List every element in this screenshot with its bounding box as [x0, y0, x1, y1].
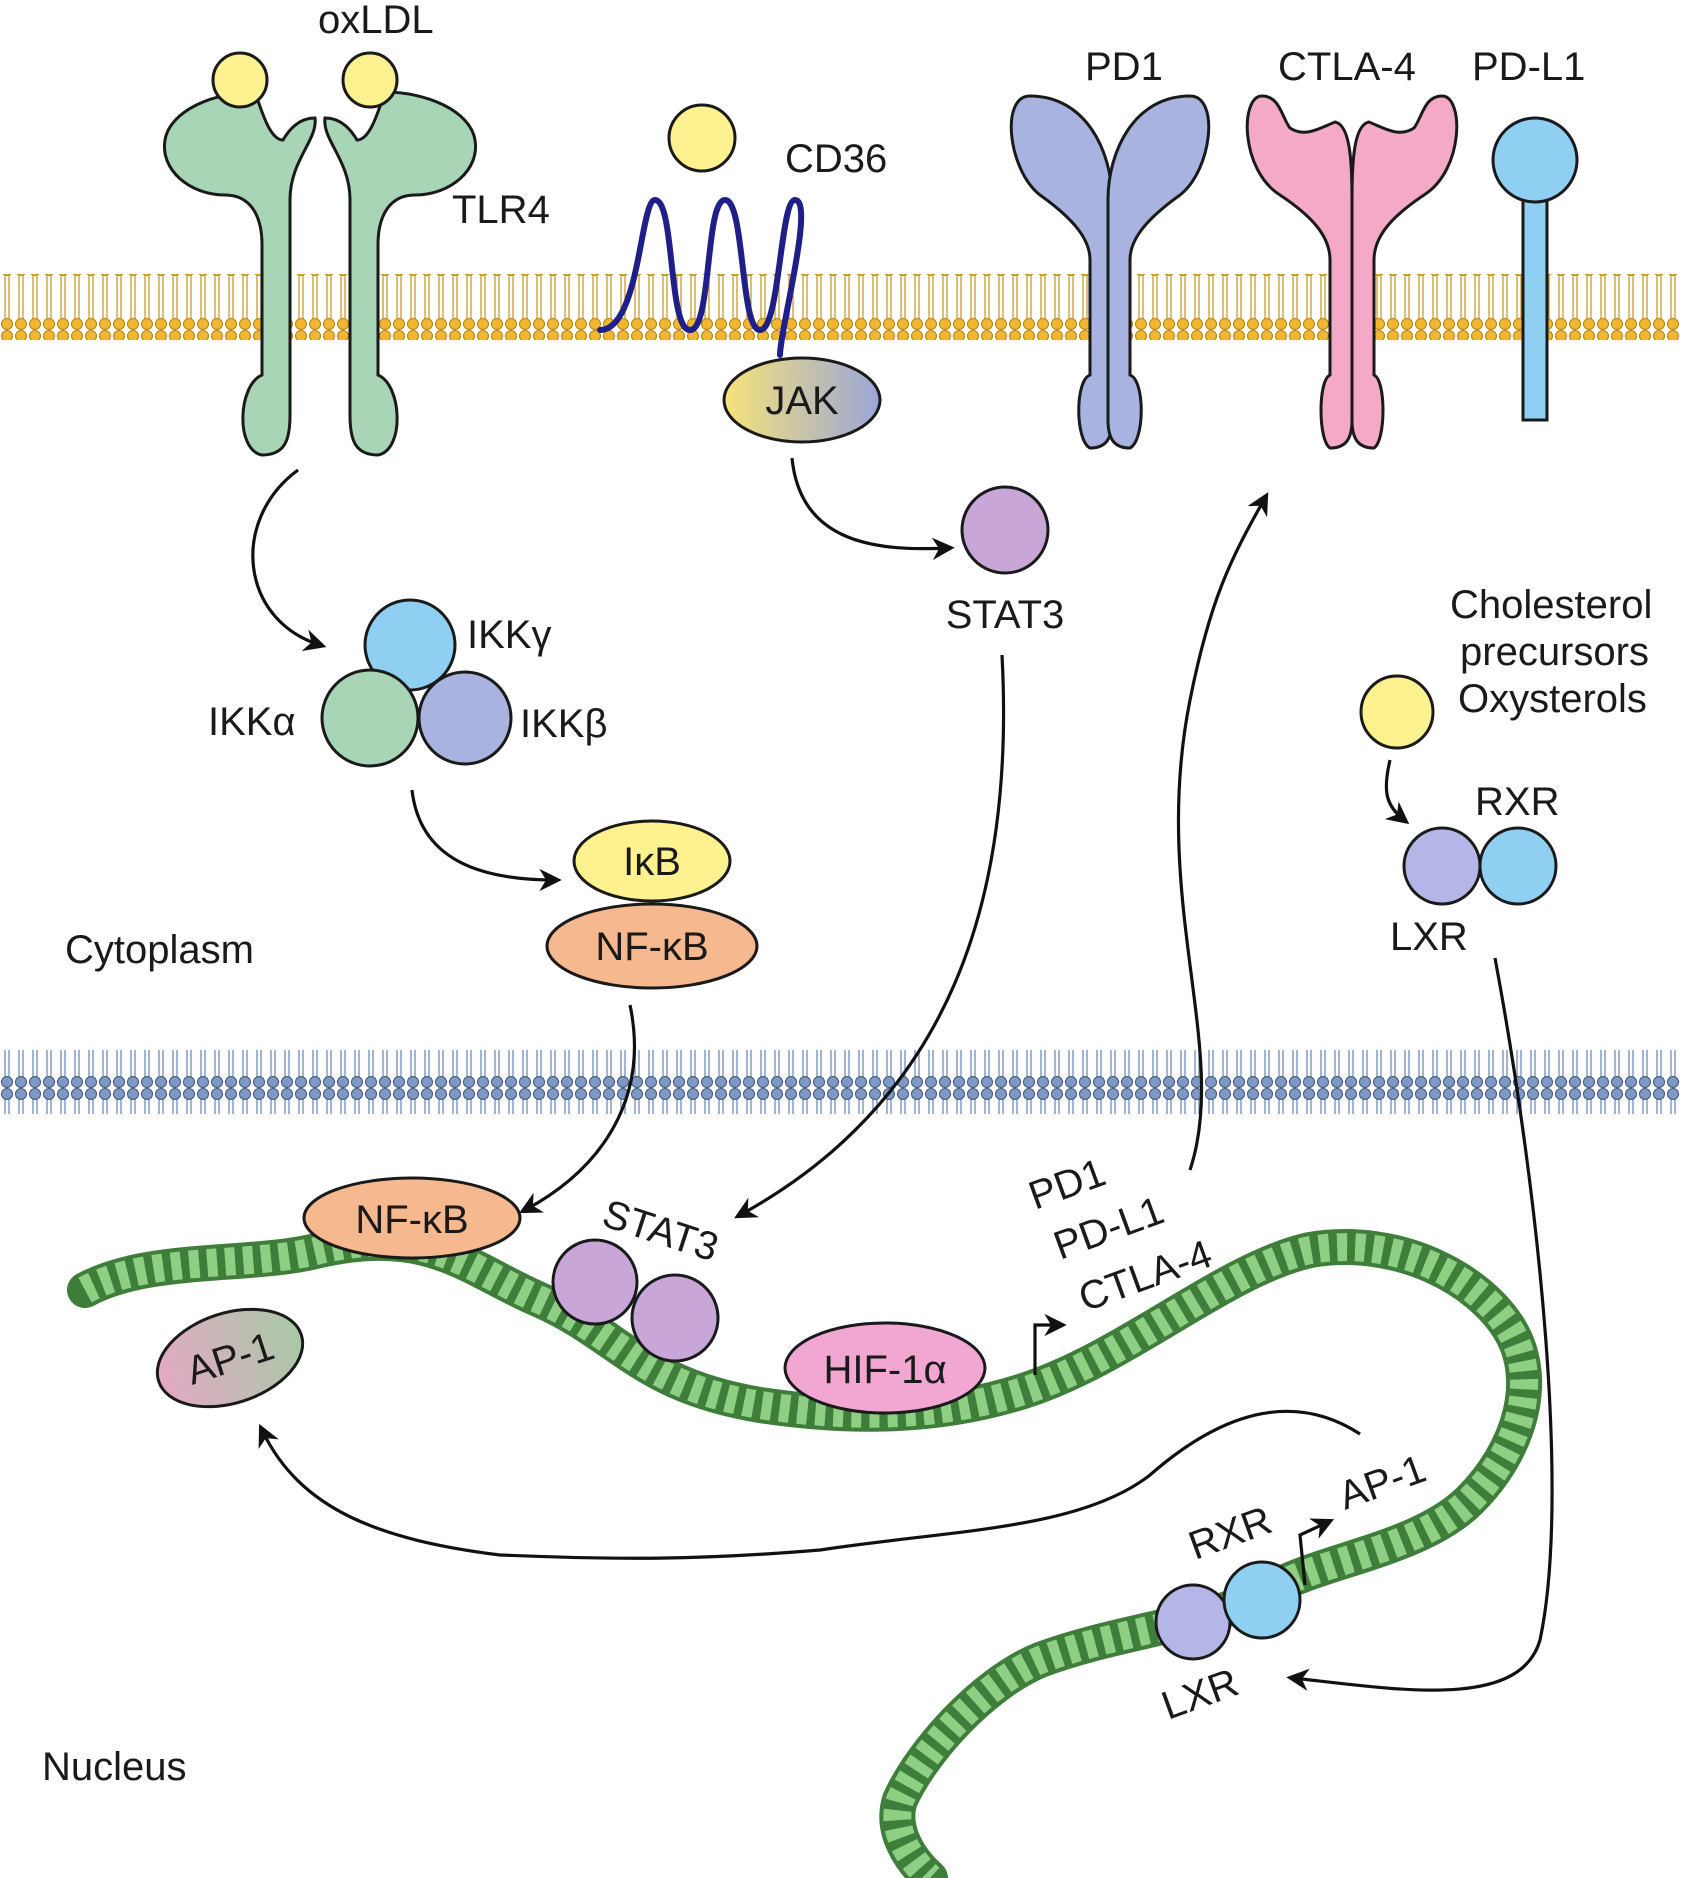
nfkb-label-nucleus: NF-κB [355, 1198, 468, 1242]
ikk-alpha-label: IKKα [208, 700, 296, 744]
arrow-stat3-to-nucleus [734, 654, 1006, 1219]
ikk-beta-node [417, 670, 513, 766]
lxr-label-nucleus: LXR [1156, 1660, 1244, 1728]
tss-arrow-ap1 [1298, 1518, 1335, 1586]
hif1a-node [783, 1321, 987, 1415]
arrow-nfkb-to-nucleus [519, 1004, 636, 1214]
arrow-lxr-to-nucleus [1286, 957, 1554, 1692]
ligands-line1: Cholesterol [1450, 583, 1652, 627]
pd1-receptor [1009, 94, 1211, 450]
pdl1-label: PD-L1 [1472, 45, 1585, 89]
jak-node [722, 356, 882, 444]
nfkb-node-cytoplasm [545, 902, 759, 990]
ligands-line3: Oxysterols [1458, 677, 1647, 721]
plasma-membrane [0, 274, 1681, 340]
target-ap1-label: AP-1 [1333, 1447, 1432, 1519]
tss-arrow-checkpoint [1033, 1313, 1067, 1375]
arrow-ligand-to-lxr [1384, 759, 1410, 825]
stat3-node-cytoplasm [960, 485, 1050, 575]
dna-strand [67, 1224, 1543, 1878]
nucleus-label: Nucleus [42, 1745, 187, 1789]
nfkb-node-nucleus [302, 1176, 522, 1260]
ctla4-label: CTLA-4 [1278, 45, 1416, 89]
ap1-node-nucleus [155, 1307, 305, 1409]
pd1-label: PD1 [1085, 45, 1163, 89]
arrow-jak-to-stat3 [790, 457, 955, 560]
oxldl-label: oxLDL [318, 0, 434, 42]
arrow-ikk-to-ikb [410, 789, 562, 892]
stat3-node-nucleus-a [551, 1238, 639, 1326]
hif1a-label: HIF-1α [823, 1348, 946, 1392]
arrow-lxr-rxr-to-ap1 [258, 1409, 1361, 1560]
rxr-label-cytoplasm: RXR [1475, 780, 1559, 824]
sterol-ligand [1359, 674, 1435, 750]
cd36-label: CD36 [785, 137, 887, 181]
lxr-label-cytoplasm: LXR [1390, 915, 1468, 959]
tlr4-label: TLR4 [452, 188, 550, 232]
rxr-node-nucleus [1222, 1560, 1302, 1640]
ikk-gamma-label: IKKγ [467, 613, 551, 657]
arrow-tlr4-to-ikk [251, 468, 327, 651]
tlr4-receptor [162, 51, 478, 457]
arrow-checkpoint-to-membrane [1176, 492, 1269, 1171]
ikk-beta-label: IKKβ [520, 702, 607, 746]
stat3-node-nucleus-b [630, 1273, 720, 1363]
rxr-node-cytoplasm [1478, 826, 1558, 906]
nfkb-label-cytoplasm: NF-κB [595, 925, 708, 969]
ikb-label: IκB [623, 840, 681, 884]
cd36-receptor [597, 103, 805, 358]
lxr-node-cytoplasm [1402, 826, 1482, 906]
lxr-node-nucleus [1154, 1583, 1232, 1661]
jak-label: JAK [765, 379, 839, 423]
cytoplasm-label: Cytoplasm [65, 928, 254, 972]
ikk-alpha-node [320, 668, 420, 768]
nuclear-membrane [0, 1050, 1681, 1114]
ctla4-receptor [1245, 94, 1459, 450]
ligands-line2: precursors [1460, 630, 1649, 674]
stat3-label-cytoplasm: STAT3 [946, 593, 1065, 637]
ikb-node [572, 819, 732, 903]
pdl1-receptor [1491, 116, 1579, 422]
rxr-label-nucleus: RXR [1183, 1498, 1277, 1568]
